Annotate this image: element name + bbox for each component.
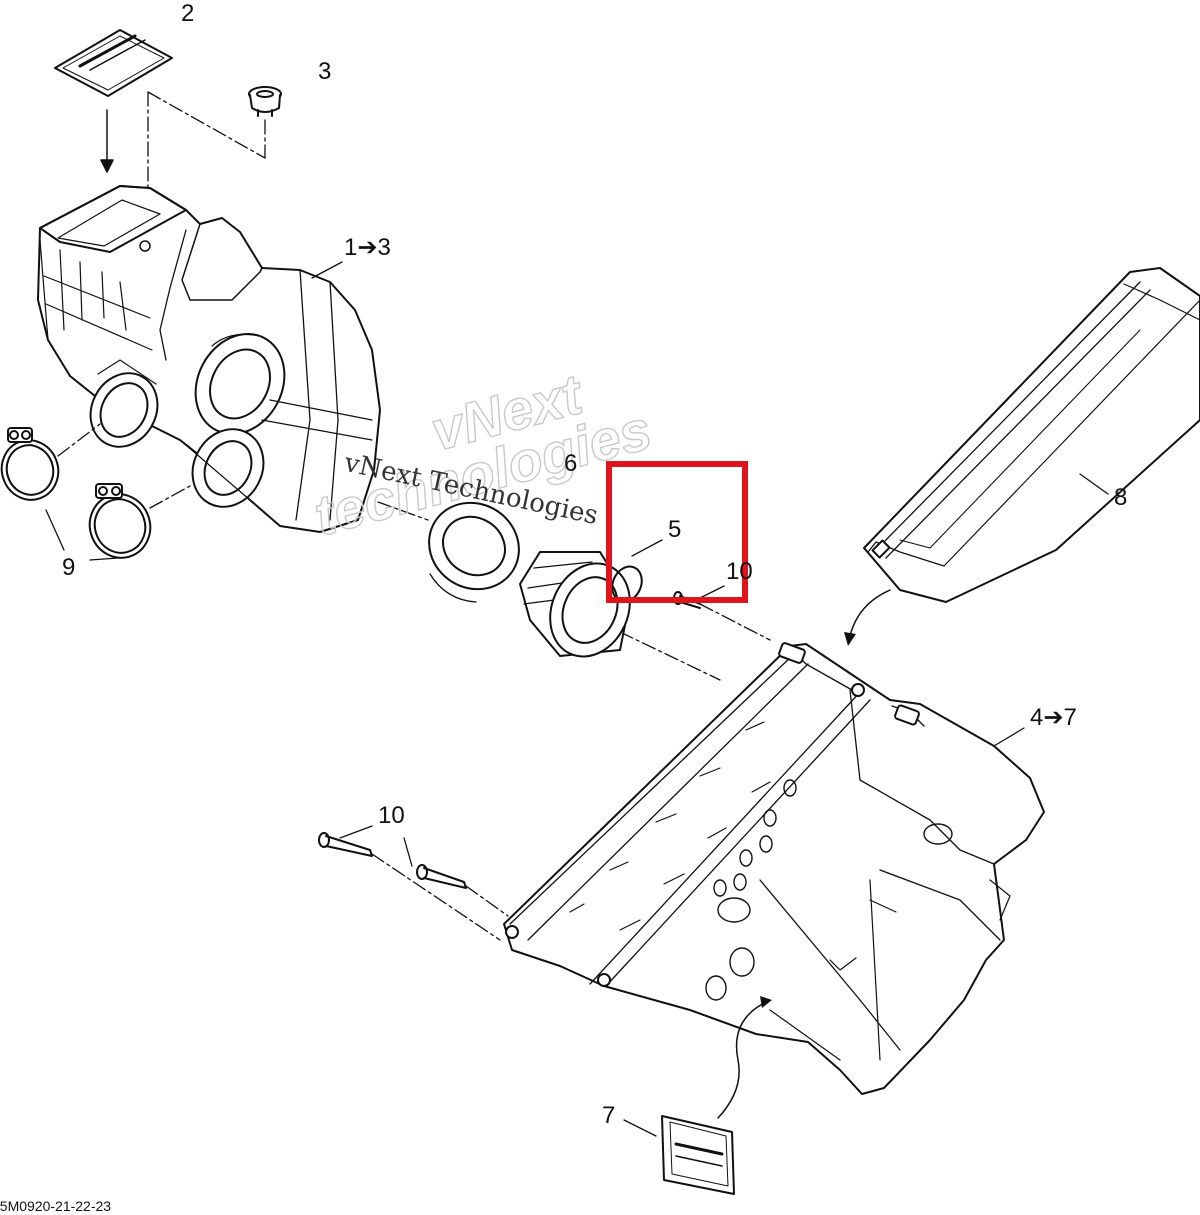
callout-2: 2 [181,0,195,27]
callout-10-top: 10 [726,558,753,585]
cover-part-8 [863,267,1200,603]
hose-clamp-part-9-b [88,483,152,559]
decal-part-7 [661,1115,735,1195]
drawing-reference-code: 35M0920-21-22-23 [0,1198,112,1214]
pin-part-10-lower-a [318,832,373,857]
callout-9: 9 [62,554,76,581]
pin-part-10-lower-b [416,864,467,889]
callout-7: 7 [602,1102,616,1129]
lower-housing-part-4 [503,642,1045,1095]
callout-3: 3 [318,58,332,85]
callout-10-lower: 10 [378,802,405,829]
callout-5: 5 [668,516,682,543]
callout-4-7: 4➔7 [1030,704,1077,731]
airbox-housing-part-1 [37,185,381,533]
hose-clamp-part-9-a [0,427,60,501]
seal-ring-part-6 [428,501,520,603]
callout-1-3: 1➔3 [344,234,391,261]
intake-boot-part-5 [519,551,643,658]
decal-part-2 [54,29,173,97]
callout-8: 8 [1114,484,1128,511]
grommet-part-3 [248,86,282,117]
highlight-box [606,461,748,603]
callout-6: 6 [564,450,578,477]
